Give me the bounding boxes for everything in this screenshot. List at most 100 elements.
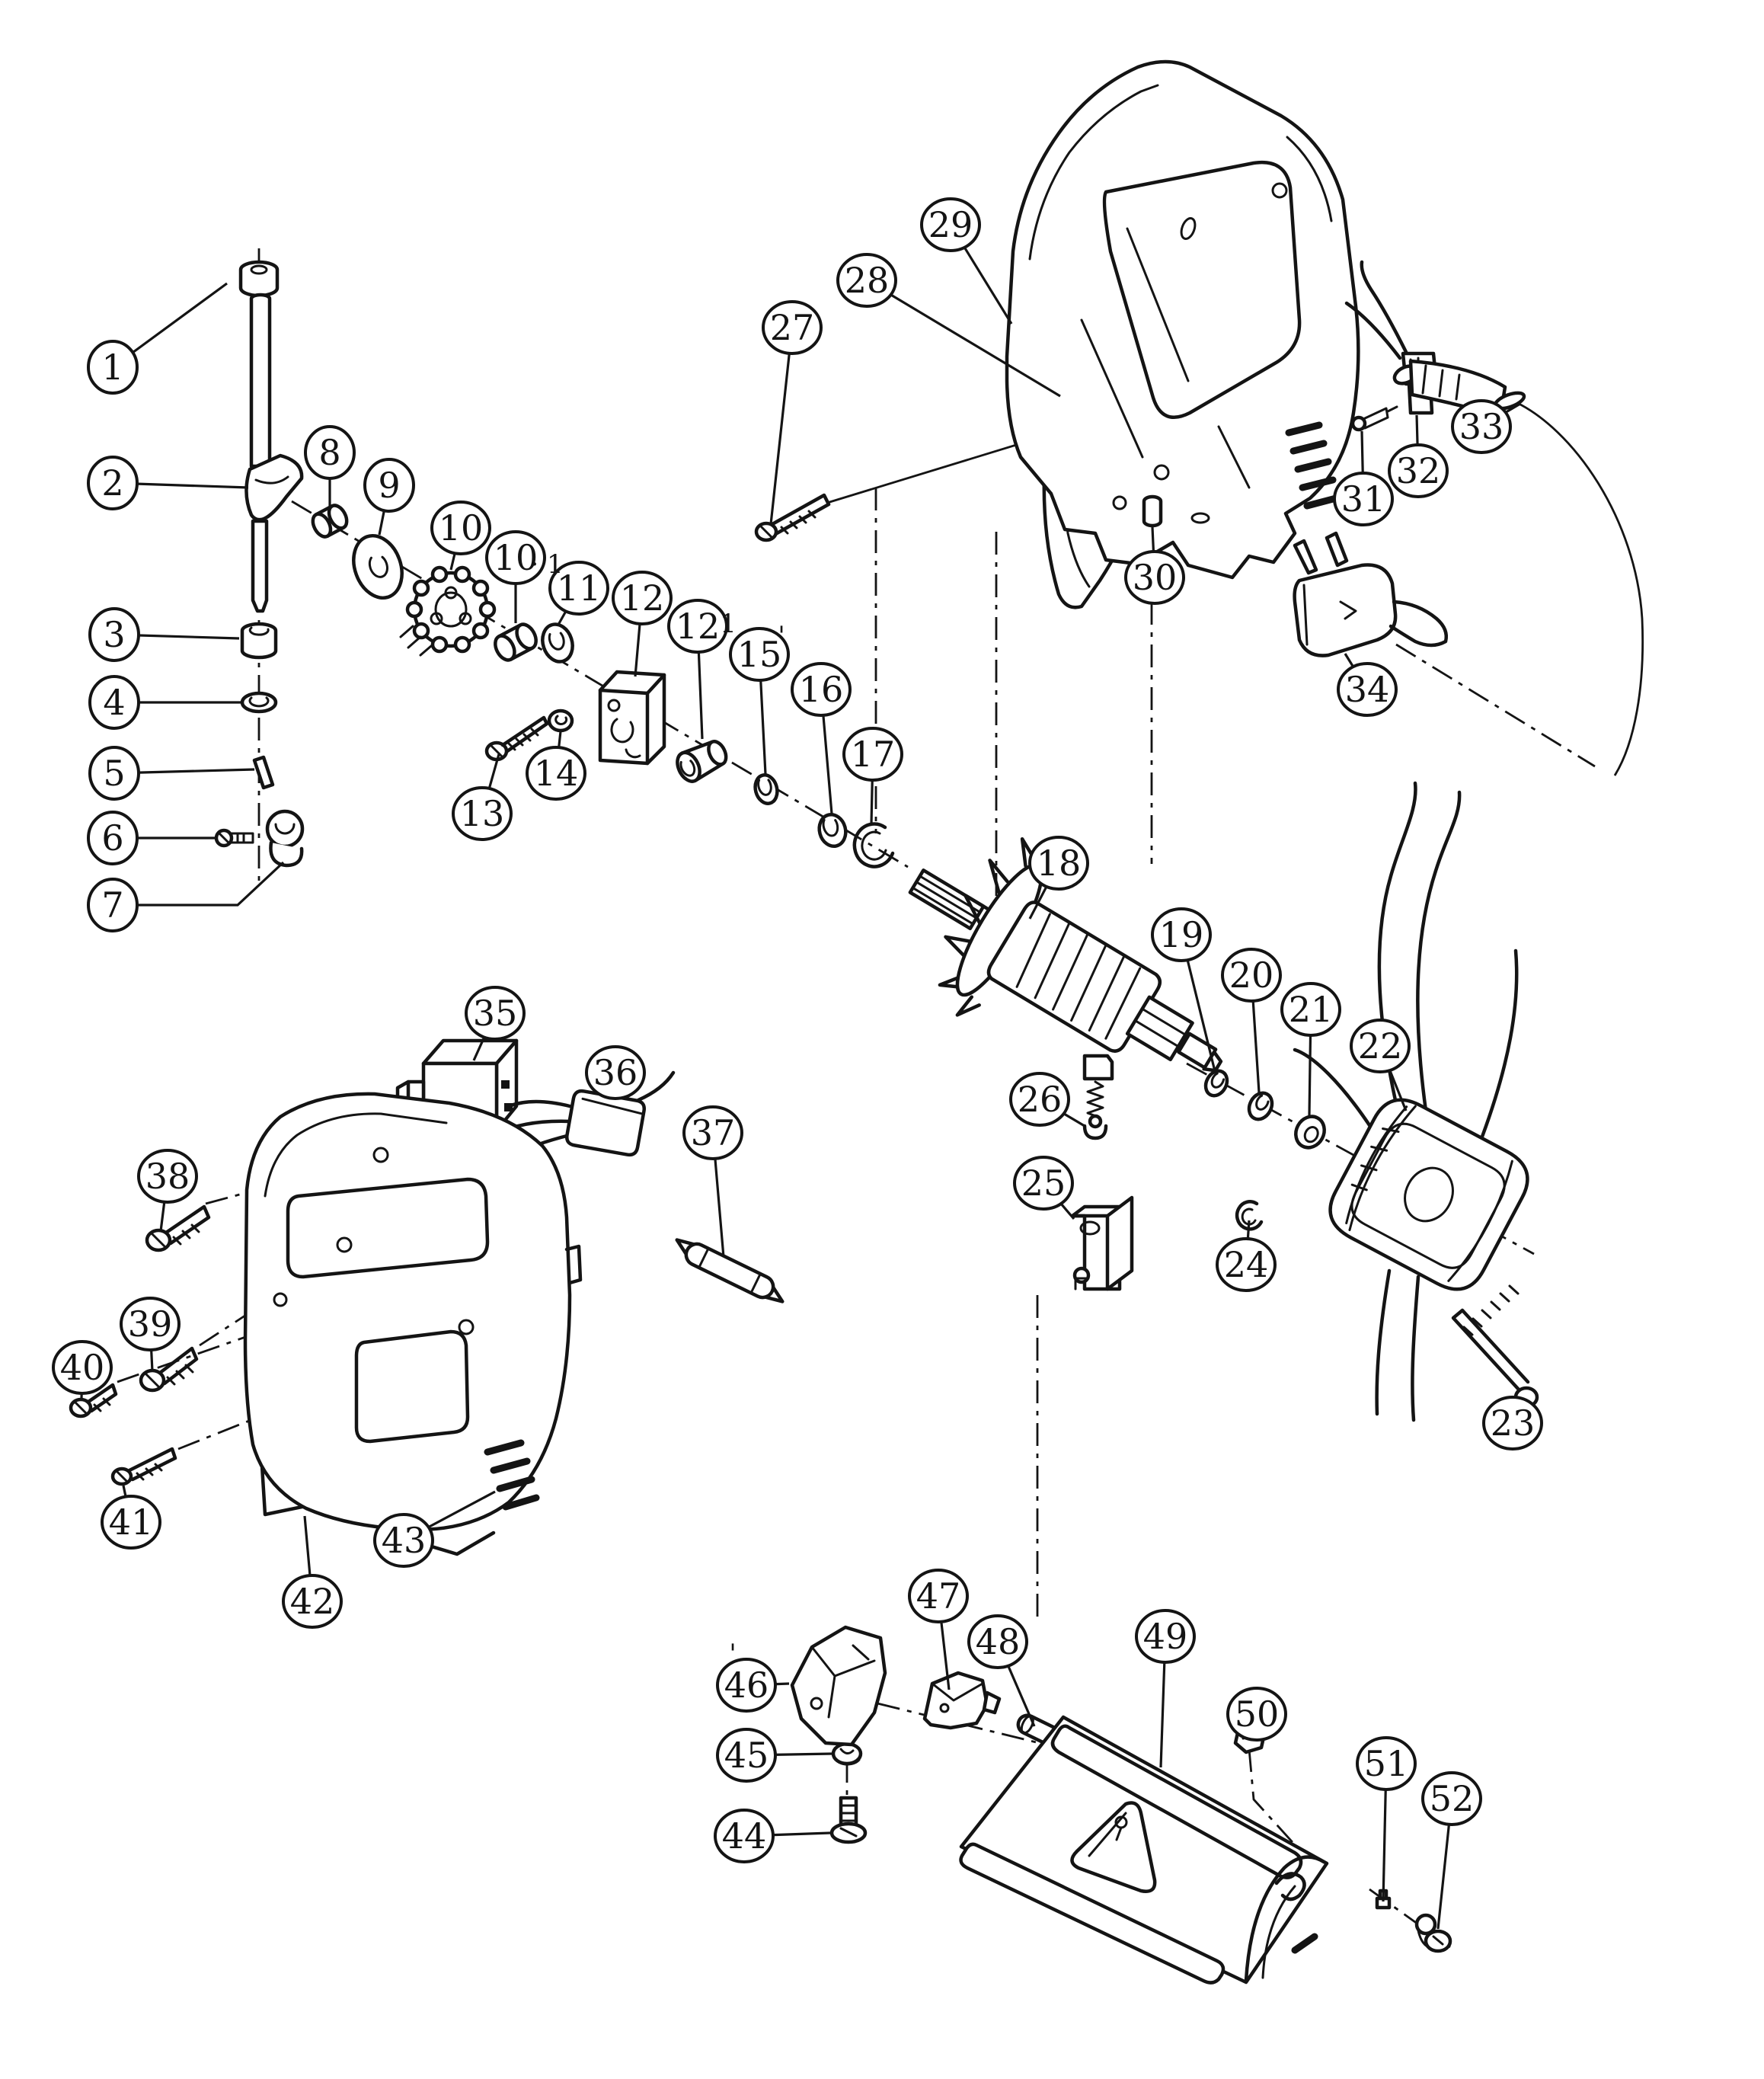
- callout-5: 5: [88, 746, 255, 801]
- callout-number: 4: [103, 682, 125, 723]
- callout-number: 15: [737, 634, 782, 675]
- armature-part: [908, 836, 1223, 1073]
- callout-circle: [1135, 1609, 1196, 1664]
- callout-number: 3: [103, 614, 125, 655]
- cap-part: [238, 260, 280, 298]
- variant-mark: ': [778, 621, 785, 651]
- screw-part-27: [754, 493, 831, 542]
- callout-circle: [304, 425, 356, 480]
- screw-part-39: [139, 1346, 199, 1393]
- screw-part-41: [110, 1447, 177, 1486]
- c-washer-part: [240, 691, 278, 714]
- housing-right-part: [1005, 59, 1360, 580]
- callout-circle: [585, 1045, 646, 1100]
- brush-holder-part: [1070, 1195, 1134, 1291]
- callout-circle: [791, 662, 852, 717]
- callout-43: 43: [373, 1490, 496, 1568]
- callout-number: 41: [109, 1502, 154, 1543]
- callout-circle: [836, 253, 897, 308]
- callout-number: 17: [851, 734, 896, 775]
- callout-circle: [729, 627, 790, 682]
- callout-number: 51: [1364, 1743, 1409, 1784]
- callout-circle: [363, 458, 415, 513]
- callout-circle: [716, 1658, 777, 1713]
- callout-number: 47: [916, 1575, 961, 1617]
- stepped-bushing-part: [676, 740, 728, 783]
- small-screw-part-31: [1350, 405, 1398, 432]
- callout-number: 25: [1021, 1163, 1066, 1204]
- callout-leader-line: [769, 327, 794, 525]
- callout-number: 23: [1491, 1403, 1536, 1444]
- callout-number: 39: [128, 1303, 173, 1345]
- callout-50: 50: [1226, 1687, 1287, 1742]
- callout-circle: [714, 1809, 775, 1863]
- callout-2: 2: [87, 456, 249, 510]
- callout-13: 13: [452, 753, 513, 841]
- eccentric-hub-part: [265, 809, 305, 868]
- callout-circle: [682, 1105, 743, 1160]
- gear-block-part: [598, 670, 666, 766]
- bearing-part-21: [1294, 1115, 1326, 1150]
- callout-29: 29: [920, 197, 1013, 325]
- callout-circle: [908, 1569, 969, 1623]
- pin-part: [252, 755, 275, 790]
- callout-39: 39: [120, 1297, 181, 1372]
- plug-part: [1293, 531, 1448, 657]
- callout-51: 51: [1356, 1736, 1417, 1902]
- callout-number: 33: [1459, 406, 1504, 447]
- callout-circle: [612, 571, 673, 625]
- suppressor-part: [675, 1238, 785, 1303]
- callout-31: 31: [1333, 430, 1394, 526]
- blade-screw-part: [829, 1796, 868, 1844]
- callout-11: 11: [548, 561, 609, 625]
- callout-number: 26: [1018, 1079, 1063, 1120]
- callout-1: 1: [87, 282, 228, 395]
- callout-circle: [88, 675, 140, 730]
- callout-number: 48: [976, 1621, 1021, 1662]
- c-washer-part-16: [817, 812, 848, 849]
- callout-40: 40: [52, 1340, 113, 1399]
- gear-part: [399, 565, 497, 657]
- callout-49: 49: [1135, 1609, 1196, 1768]
- callout-19: 19: [1151, 907, 1216, 1072]
- roller-part: [494, 622, 538, 662]
- callout-circle: [465, 986, 526, 1041]
- callout-48: 48: [967, 1614, 1036, 1727]
- callout-38: 38: [137, 1149, 198, 1232]
- screw-part-38: [145, 1204, 211, 1252]
- bolt-part-51: [1375, 1889, 1392, 1910]
- callout-circle: [1482, 1396, 1543, 1451]
- callout-number: 14: [534, 753, 579, 794]
- callout-circle: [87, 456, 139, 510]
- base-plate-part: [959, 1715, 1329, 1985]
- callout-circle: [716, 1728, 777, 1783]
- callout-26: 26: [1009, 1072, 1085, 1127]
- callout-circle: [87, 340, 139, 395]
- callout-circle: [762, 300, 823, 355]
- callout-number: 30: [1133, 557, 1178, 598]
- variant-mark: · 1: [530, 549, 563, 580]
- callout-30: 30: [1124, 526, 1185, 605]
- callout-circle: [485, 530, 546, 585]
- callout-number: 18: [1037, 843, 1082, 884]
- callout-47: 47: [908, 1569, 969, 1690]
- washer-part-11: [541, 622, 574, 664]
- clamp-part-47: [922, 1671, 1002, 1730]
- power-cord-curve: [1512, 399, 1644, 776]
- callout-8: 8: [304, 425, 356, 510]
- housing-left-part: [243, 1092, 583, 1556]
- callout-number: 19: [1159, 914, 1204, 955]
- long-screw-part-23: [1451, 1284, 1539, 1409]
- capacitor-part: [494, 1070, 676, 1157]
- callout-circle: [52, 1340, 113, 1395]
- callout-number: 24: [1224, 1244, 1269, 1285]
- cord-axis-line: [1395, 643, 1596, 768]
- callout-20: 20: [1221, 948, 1282, 1093]
- callout-6: 6: [87, 811, 215, 865]
- callout-circle: [1013, 1156, 1074, 1211]
- callout-number: 27: [770, 307, 815, 348]
- callout-circle: [1151, 907, 1212, 962]
- callout-circle: [87, 811, 139, 865]
- plunger-shaft-part: [244, 293, 304, 613]
